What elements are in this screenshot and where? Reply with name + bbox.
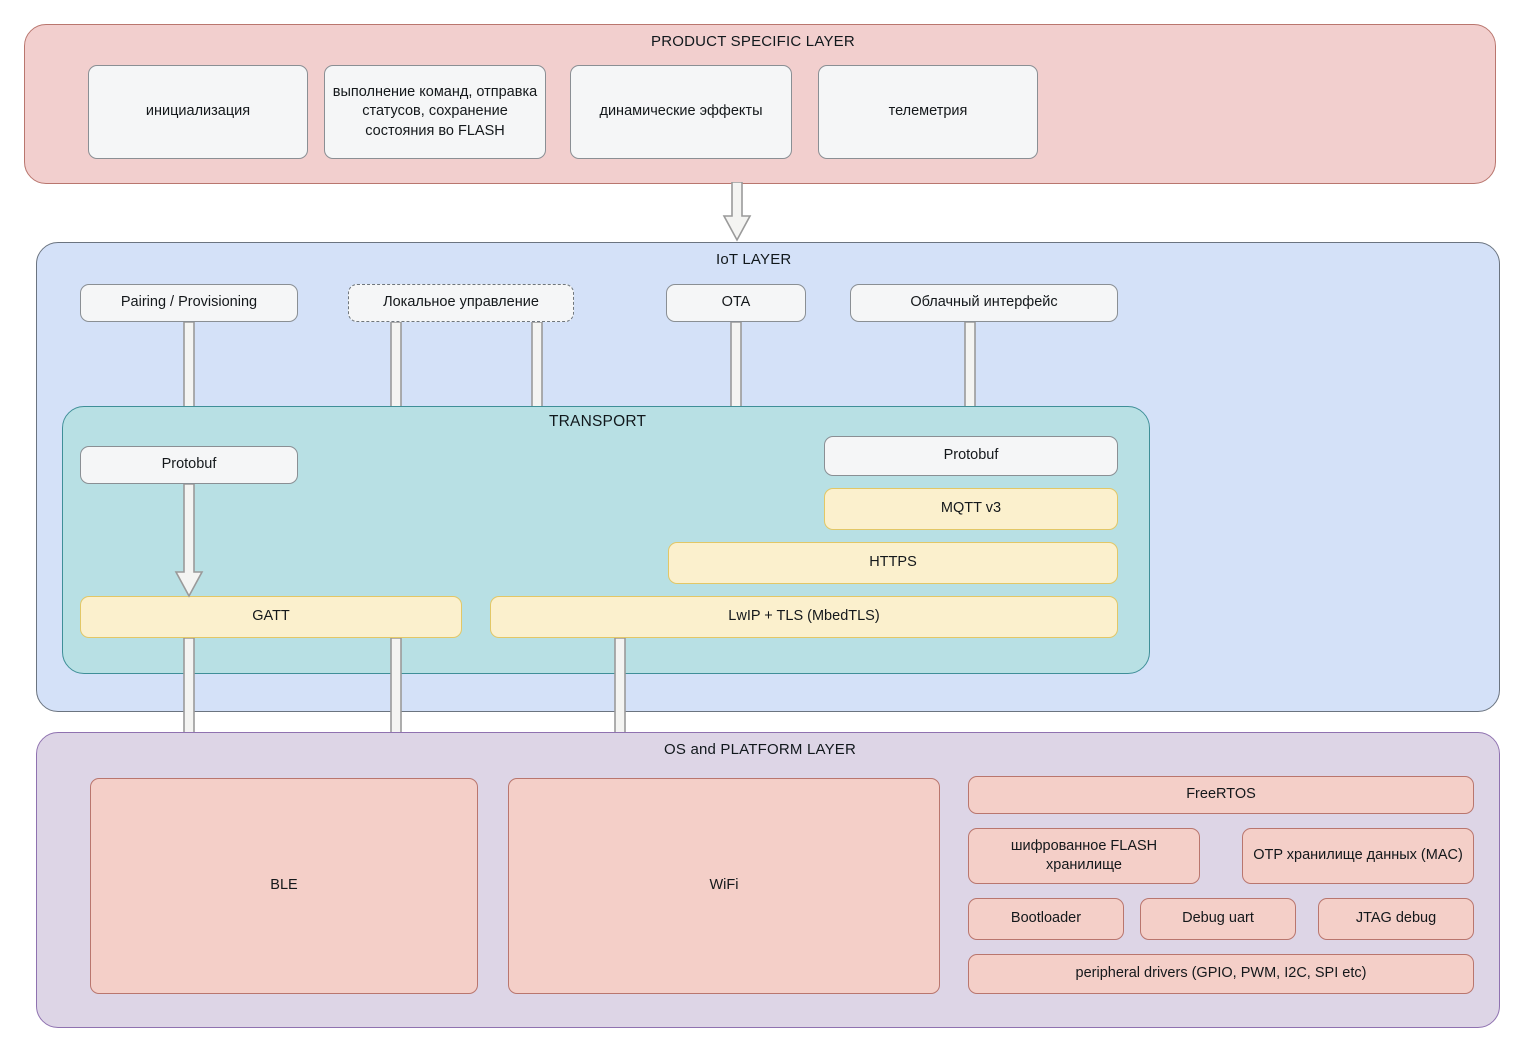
- transport-box-lwip-tls: LwIP + TLS (MbedTLS): [490, 596, 1118, 638]
- transport-box-gatt: GATT: [80, 596, 462, 638]
- arrow-product-to-iot: [722, 182, 752, 242]
- os-box-peripheral-drivers: peripheral drivers (GPIO, PWM, I2C, SPI …: [968, 954, 1474, 994]
- product-box-commands-statuses-flash: выполнение команд, отправка статусов, со…: [324, 65, 546, 159]
- iot-layer-title: IoT LAYER: [716, 251, 792, 268]
- os-box-freertos: FreeRTOS: [968, 776, 1474, 814]
- os-box-otp-data-storage-mac: OTP хранилище данных (MAC): [1242, 828, 1474, 884]
- iot-box-local-control: Локальное управление: [348, 284, 574, 322]
- os-box-ble: BLE: [90, 778, 478, 994]
- product-box-telemetry: телеметрия: [818, 65, 1038, 159]
- os-box-encrypted-flash-storage: шифрованное FLASH хранилище: [968, 828, 1200, 884]
- os-platform-layer-title: OS and PLATFORM LAYER: [664, 741, 857, 758]
- os-box-debug-uart: Debug uart: [1140, 898, 1296, 940]
- product-box-dynamic-effects: динамические эффекты: [570, 65, 792, 159]
- os-box-bootloader: Bootloader: [968, 898, 1124, 940]
- iot-box-pairing-provisioning: Pairing / Provisioning: [80, 284, 298, 322]
- iot-box-ota: OTA: [666, 284, 806, 322]
- transport-title: TRANSPORT: [549, 413, 647, 430]
- transport-box-https: HTTPS: [668, 542, 1118, 584]
- os-box-jtag-debug: JTAG debug: [1318, 898, 1474, 940]
- os-box-wifi: WiFi: [508, 778, 940, 994]
- transport-box-protobuf-wifi: Protobuf: [824, 436, 1118, 476]
- iot-box-cloud-interface: Облачный интерфейс: [850, 284, 1118, 322]
- product-specific-layer-title: PRODUCT SPECIFIC LAYER: [651, 33, 855, 50]
- transport-box-protobuf-ble: Protobuf: [80, 446, 298, 484]
- transport-box-mqtt-v3: MQTT v3: [824, 488, 1118, 530]
- arrow-protobuf-to-gatt: [174, 484, 204, 598]
- product-box-initialization: инициализация: [88, 65, 308, 159]
